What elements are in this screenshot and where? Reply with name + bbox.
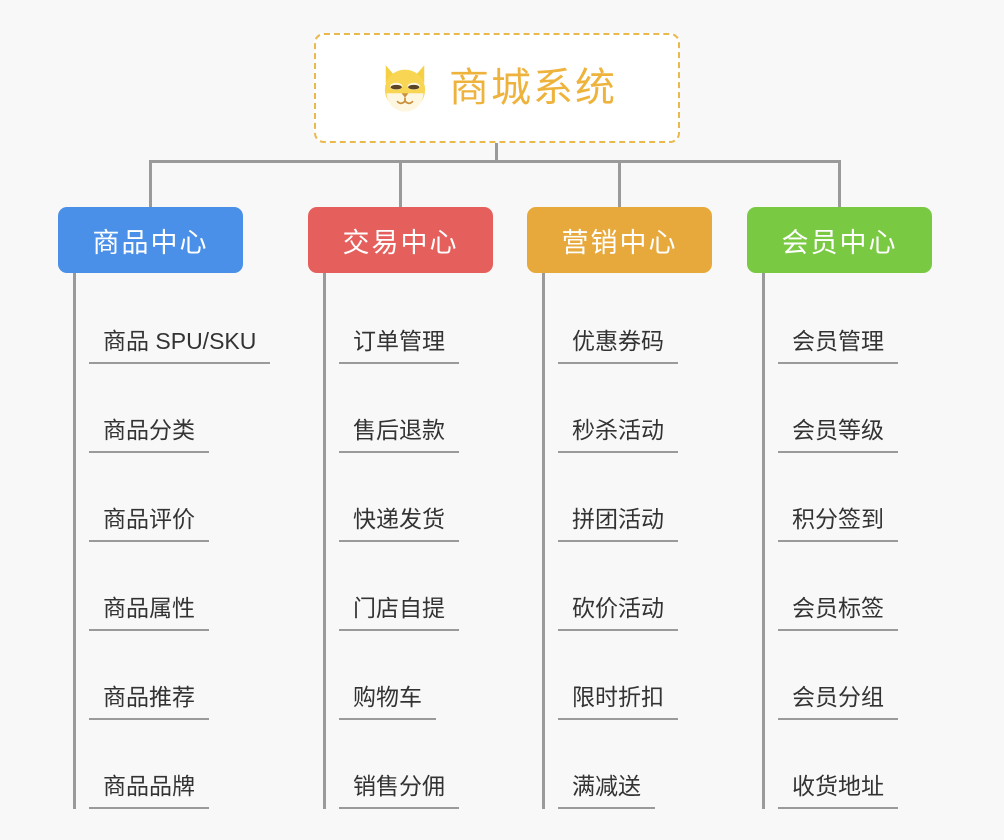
category-header-label: 交易中心 [342,227,459,258]
leaf-item-label: 会员等级 [778,416,898,453]
leaf-item[interactable]: 会员管理 [762,275,932,364]
leaf-item-label: 售后退款 [339,416,459,453]
leaf-item-label: 商品分类 [89,416,209,453]
leaf-item-label: 优惠券码 [558,327,678,364]
leaf-item[interactable]: 秒杀活动 [542,364,712,453]
category-header-label: 会员中心 [781,227,898,258]
leaf-item-label: 购物车 [339,683,436,720]
leaf-item-label: 满减送 [558,772,655,809]
leaf-item[interactable]: 售后退款 [323,364,493,453]
leaf-item[interactable]: 会员等级 [762,364,932,453]
leaf-item[interactable]: 购物车 [323,631,493,720]
connector-drop-trade-center [399,160,402,207]
leaf-spine [762,273,765,809]
category-column-member-center: 会员中心 会员管理 会员等级 积分签到 会员标签 会员分组 收货地址 [747,207,932,809]
leaf-list-member-center: 会员管理 会员等级 积分签到 会员标签 会员分组 收货地址 [747,273,932,809]
leaf-item-label: 拼团活动 [558,505,678,542]
connector-drop-marketing-center [618,160,621,207]
connector-root-stem [495,143,498,162]
leaf-item[interactable]: 商品分类 [73,364,243,453]
leaf-item[interactable]: 商品品牌 [73,720,243,809]
leaf-item-label: 会员分组 [778,683,898,720]
leaf-item-label: 商品评价 [89,505,209,542]
leaf-item-label: 销售分佣 [339,772,459,809]
connector-drop-member-center [838,160,841,207]
leaf-item[interactable]: 拼团活动 [542,453,712,542]
leaf-item-label: 商品属性 [89,594,209,631]
leaf-spine [323,273,326,809]
leaf-item[interactable]: 销售分佣 [323,720,493,809]
leaf-item[interactable]: 限时折扣 [542,631,712,720]
leaf-item-label: 积分签到 [778,505,898,542]
category-column-trade-center: 交易中心 订单管理 售后退款 快递发货 门店自提 购物车 销售分佣 [308,207,493,809]
leaf-item[interactable]: 门店自提 [323,542,493,631]
root-title: 商城系统 [449,66,617,110]
leaf-item-label: 商品品牌 [89,772,209,809]
leaf-item-label: 秒杀活动 [558,416,678,453]
leaf-item[interactable]: 商品评价 [73,453,243,542]
category-header-trade-center[interactable]: 交易中心 [308,207,493,273]
leaf-item-label: 门店自提 [339,594,459,631]
leaf-item[interactable]: 商品 SPU/SKU [73,275,271,364]
leaf-item-label: 商品 SPU/SKU [89,327,271,364]
leaf-spine [73,273,76,809]
leaf-item[interactable]: 砍价活动 [542,542,712,631]
category-header-marketing-center[interactable]: 营销中心 [527,207,712,273]
leaf-spine [542,273,545,809]
leaf-item[interactable]: 会员分组 [762,631,932,720]
leaf-item[interactable]: 商品推荐 [73,631,243,720]
leaf-list-marketing-center: 优惠券码 秒杀活动 拼团活动 砍价活动 限时折扣 满减送 [527,273,712,809]
leaf-item[interactable]: 满减送 [542,720,712,809]
leaf-item[interactable]: 商品属性 [73,542,243,631]
leaf-item[interactable]: 优惠券码 [542,275,712,364]
leaf-item-label: 砍价活动 [558,594,678,631]
leaf-item-label: 快递发货 [339,505,459,542]
leaf-list-product-center: 商品 SPU/SKU 商品分类 商品评价 商品属性 商品推荐 商品品牌 [58,273,271,809]
category-column-product-center: 商品中心 商品 SPU/SKU 商品分类 商品评价 商品属性 商品推荐 商品品牌 [58,207,271,809]
leaf-item-label: 会员标签 [778,594,898,631]
connector-horizontal-bus [149,160,840,163]
category-header-label: 营销中心 [561,227,678,258]
root-node[interactable]: 商城系统 [314,33,680,143]
leaf-item[interactable]: 订单管理 [323,275,493,364]
leaf-item-label: 会员管理 [778,327,898,364]
leaf-item-label: 限时折扣 [558,683,678,720]
shiba-dog-face-icon [384,65,426,112]
leaf-item[interactable]: 收货地址 [762,720,932,809]
leaf-item-label: 收货地址 [778,772,898,809]
leaf-item-label: 商品推荐 [89,683,209,720]
leaf-list-trade-center: 订单管理 售后退款 快递发货 门店自提 购物车 销售分佣 [308,273,493,809]
category-header-product-center[interactable]: 商品中心 [58,207,243,273]
category-header-label: 商品中心 [92,227,209,258]
category-column-marketing-center: 营销中心 优惠券码 秒杀活动 拼团活动 砍价活动 限时折扣 满减送 [527,207,712,809]
leaf-item[interactable]: 快递发货 [323,453,493,542]
leaf-item[interactable]: 积分签到 [762,453,932,542]
leaf-item-label: 订单管理 [339,327,459,364]
connector-drop-product-center [149,160,152,207]
leaf-item[interactable]: 会员标签 [762,542,932,631]
category-header-member-center[interactable]: 会员中心 [747,207,932,273]
